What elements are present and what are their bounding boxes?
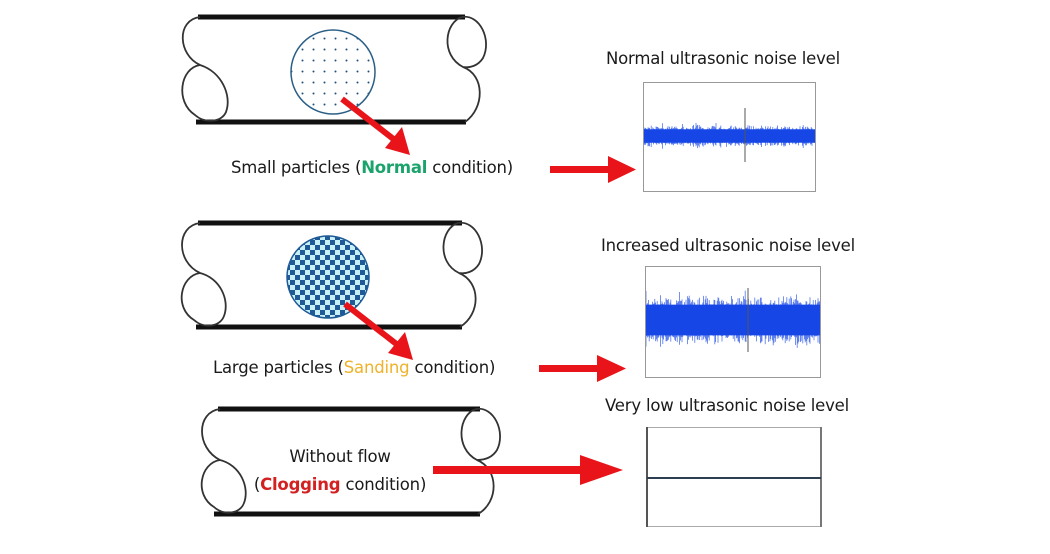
label-suffix: condition): [409, 358, 496, 377]
label-clogging-line1: Without flow: [265, 447, 415, 466]
condition-normal: Normal: [361, 158, 428, 177]
chart-clogging: [646, 427, 822, 527]
label-sanding: Large particles (Sanding condition): [213, 358, 495, 377]
label-prefix: (: [253, 475, 261, 494]
pipe-normal: [181, 14, 487, 125]
chart-normal: [643, 82, 816, 192]
arrow-particle-to-label-sanding: [343, 301, 413, 360]
arrow-label-to-chart-normal: [550, 156, 636, 183]
signal-trace: [644, 108, 815, 162]
chart-title-clogging: Very low ultrasonic noise level: [605, 396, 849, 415]
pipe-left-end: [200, 408, 247, 514]
label-suffix: condition): [427, 158, 514, 177]
chart-title-sanding: Increased ultrasonic noise level: [601, 236, 855, 255]
pipe-right-end: [442, 222, 483, 328]
large-particles-circle: [286, 235, 370, 319]
label-prefix: Small particles (: [231, 158, 362, 177]
label-normal: Small particles (Normal condition): [231, 158, 513, 177]
chart-sanding: [645, 266, 821, 378]
arrow-label-to-chart-clogging: [433, 455, 623, 485]
pipe-right-end: [460, 408, 501, 515]
label-without-flow: Without flow: [289, 447, 391, 466]
arrow-particle-to-label-normal: [340, 96, 410, 155]
pipe-clogging: [200, 406, 501, 517]
pipe-left-end: [180, 222, 227, 327]
pipe-right-end: [446, 16, 487, 123]
label-clogging: (Clogging condition): [245, 475, 435, 494]
arrow-label-to-chart-sanding: [539, 355, 626, 382]
label-prefix: Large particles (: [213, 358, 344, 377]
small-particles-circle: [290, 29, 376, 115]
condition-clogging: Clogging: [260, 475, 341, 494]
chart-title-normal: Normal ultrasonic noise level: [606, 49, 840, 68]
pipe-left-end: [181, 16, 229, 122]
pipe-sanding: [180, 220, 483, 330]
condition-sanding: Sanding: [343, 358, 410, 377]
signal-trace: [646, 288, 820, 352]
label-suffix: condition): [340, 475, 427, 494]
